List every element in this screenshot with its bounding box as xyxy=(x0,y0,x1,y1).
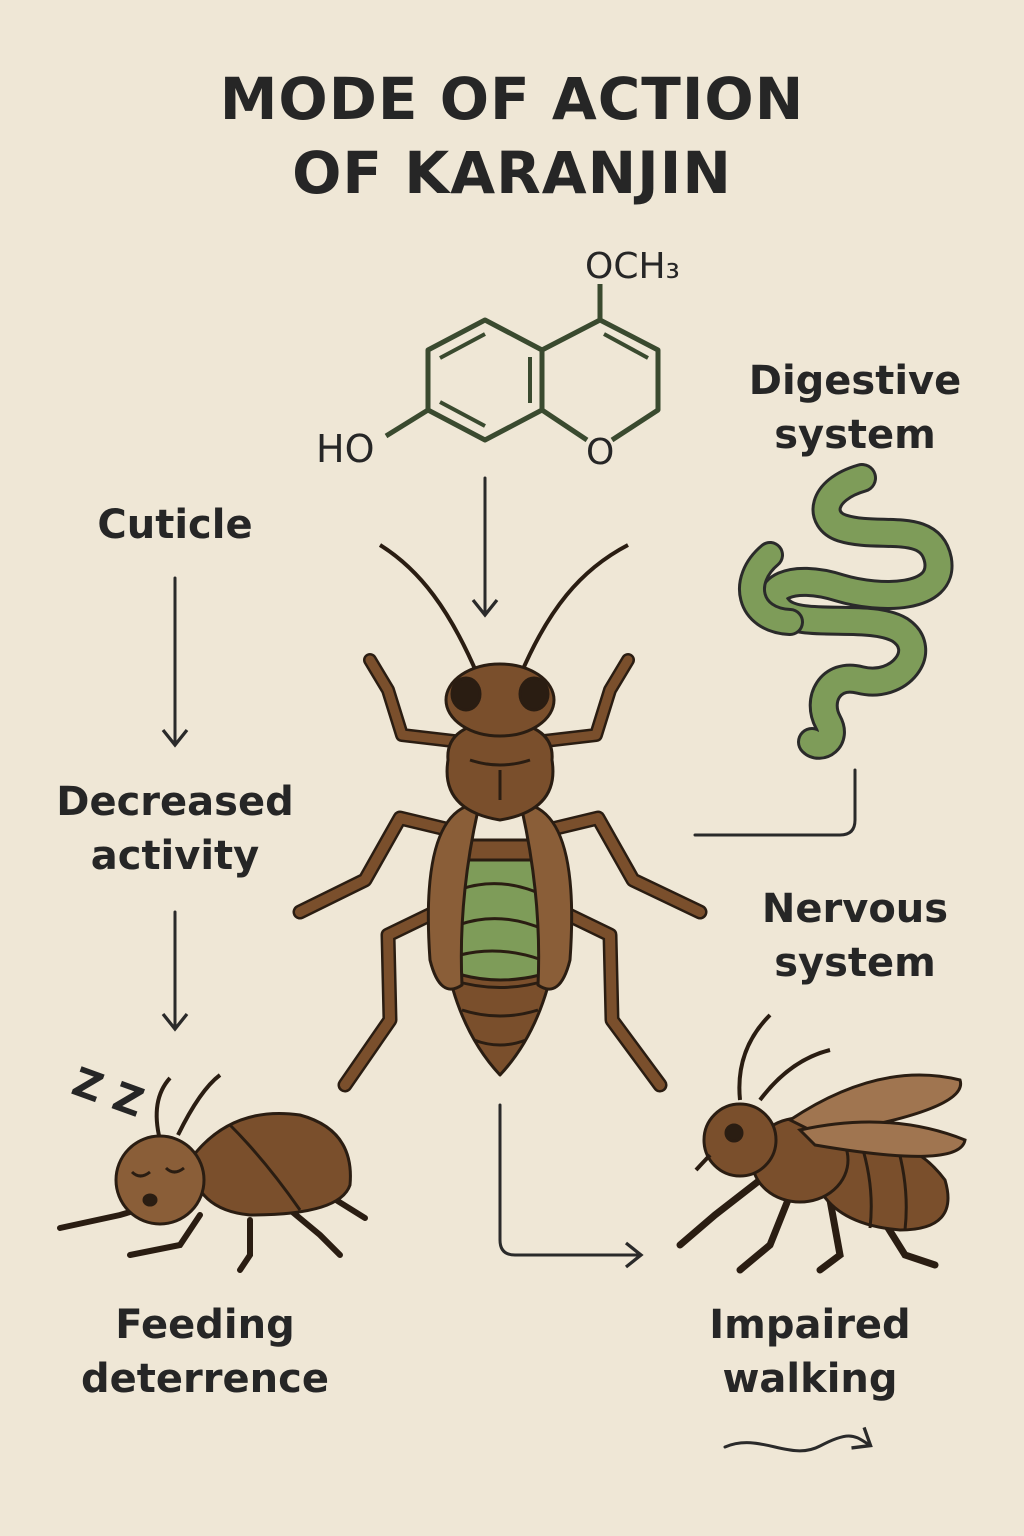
karanjin-molecule xyxy=(384,284,661,443)
label-nervous-system: Nervous system xyxy=(761,886,949,986)
arrows xyxy=(161,476,873,1453)
sleep-zzz: Z Z xyxy=(66,1059,149,1127)
connector-digestive xyxy=(693,768,857,837)
substituent-ho: HO xyxy=(316,427,374,471)
page-title: MODE OF ACTION OF KARANJIN xyxy=(0,62,1024,210)
substituent-och3: OCH₃ xyxy=(585,246,680,287)
digestive-system-illustration xyxy=(738,463,954,760)
fly-insect xyxy=(676,1013,967,1274)
label-cuticle: Cuticle xyxy=(97,502,253,548)
ring-oxygen: O xyxy=(586,432,614,473)
central-insect xyxy=(292,543,708,1093)
title-line-2: OF KARANJIN xyxy=(292,139,732,207)
wavy-arrow-walking xyxy=(723,1426,873,1453)
label-impaired-walking: Impaired walking xyxy=(709,1302,911,1402)
label-decreased-activity: Decreased activity xyxy=(56,779,294,879)
arrow-insect-to-walking xyxy=(498,1103,644,1269)
label-digestive-system: Digestive system xyxy=(748,358,962,458)
title-line-1: MODE OF ACTION xyxy=(219,65,805,133)
sleeping-insect: Z Z xyxy=(57,1059,368,1273)
label-feeding-deterrence: Feeding deterrence xyxy=(81,1302,329,1402)
